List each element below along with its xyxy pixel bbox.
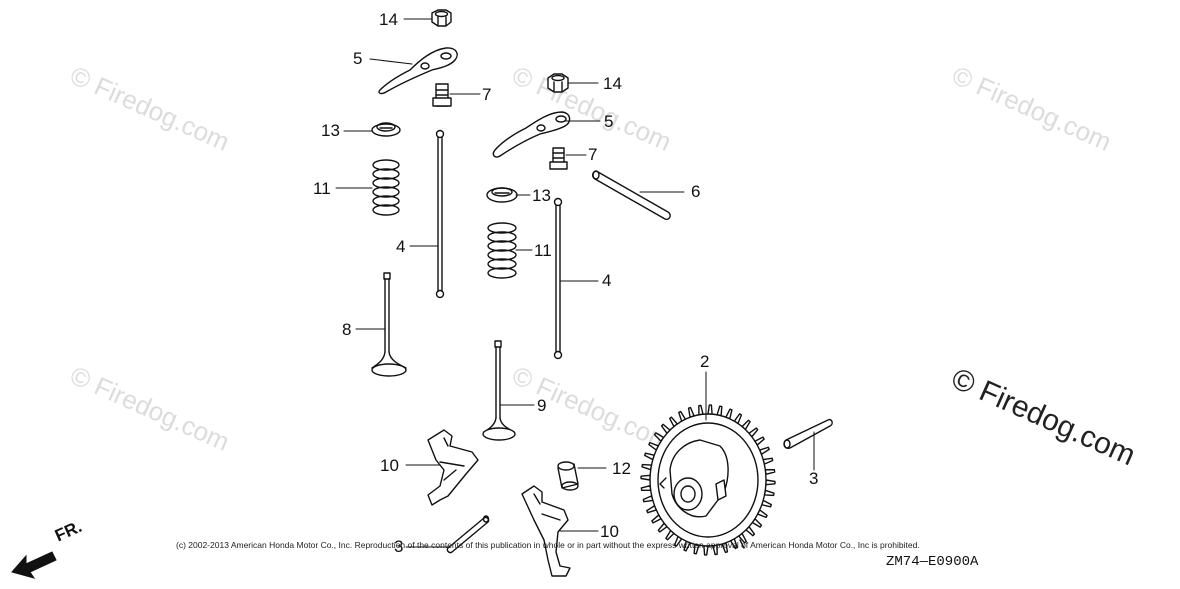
rocker-arm-part-5 (378, 47, 458, 95)
callout-13: 13 (321, 121, 340, 140)
rocker-arm-part-5 (492, 111, 571, 158)
callout-4: 4 (602, 271, 612, 290)
valve-spring-part-11 (487, 222, 517, 279)
callout-5: 5 (353, 49, 363, 68)
callout-3: 3 (394, 537, 404, 556)
callout-10: 10 (600, 522, 619, 541)
callout-3: 3 (809, 469, 819, 488)
valve-spring-part-11 (372, 159, 400, 216)
leader-lines (335, 18, 815, 548)
callout-9: 9 (537, 396, 547, 415)
cam-follower-part-10 (427, 429, 479, 506)
gear-tooth (640, 484, 652, 492)
callout-14: 14 (379, 10, 398, 29)
callout-13: 13 (532, 186, 551, 205)
nut-part-14 (431, 9, 452, 27)
callout-4: 4 (396, 237, 406, 256)
callout-11: 11 (534, 241, 552, 260)
copyright-notice: (c) 2002-2013 American Honda Motor Co., … (176, 540, 920, 550)
callout-2: 2 (700, 352, 710, 371)
callout-7: 7 (482, 85, 492, 104)
callout-11: 11 (313, 179, 331, 198)
collar-part-12 (557, 461, 579, 491)
gear-tooth (698, 404, 704, 416)
rocker-shaft-part-6 (591, 170, 671, 221)
callout-12: 12 (612, 459, 631, 478)
camshaft-gear-part-2 (640, 404, 776, 556)
pin-part-3 (783, 418, 833, 450)
callout-8: 8 (342, 320, 352, 339)
gear-tooth (707, 404, 713, 415)
callout-6: 6 (691, 182, 701, 201)
callout-14: 14 (603, 74, 622, 93)
push-rod-part-4 (553, 197, 563, 360)
valve-part-8 (371, 272, 407, 377)
spring-retainer-part-13 (371, 122, 401, 137)
pin-part-3 (446, 515, 490, 554)
callout-10: 10 (380, 456, 399, 475)
pivot-bolt-part-7 (549, 147, 568, 170)
gear-tooth (640, 474, 651, 481)
nut-part-14 (547, 73, 569, 93)
spring-retainer-part-13 (486, 187, 518, 203)
valve-part-9 (482, 340, 516, 441)
callout-7: 7 (588, 145, 598, 164)
callout-5: 5 (604, 112, 614, 131)
pivot-bolt-part-7 (432, 83, 452, 107)
gear-tooth (764, 468, 776, 476)
gear-tooth (765, 479, 776, 486)
push-rod-part-4 (435, 129, 445, 299)
front-direction-arrow-icon (11, 551, 57, 579)
cam-follower-part-10 (521, 485, 571, 577)
drawing-code: ZM74—E0900A (886, 554, 979, 570)
